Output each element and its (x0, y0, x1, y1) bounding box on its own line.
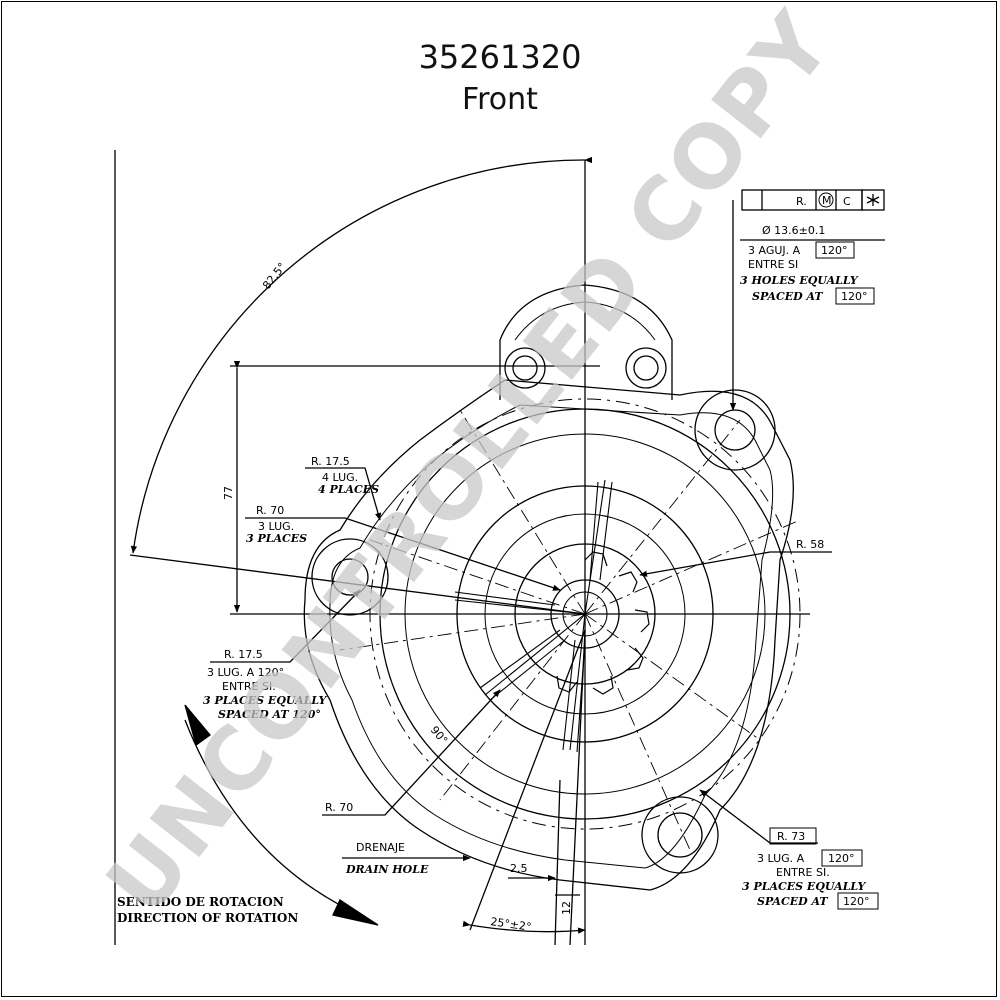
holes-line1: 3 AGUJ. A (748, 244, 801, 257)
r175-top-line2: 4 PLACES (318, 483, 379, 496)
top-right-ear-boss (694, 389, 776, 471)
r73-angle2: 120° (843, 895, 870, 908)
rotation-es-label: SENTIDO DE ROTACION (117, 895, 284, 909)
r73-line1: 3 LUG. A (757, 852, 805, 865)
rotation-arrow-up (184, 704, 211, 747)
r73-line4: SPACED AT (757, 895, 828, 908)
holes-angle: 120° (821, 244, 848, 257)
r73-line2: ENTRE SI. (776, 866, 830, 879)
drive-line-3 (569, 629, 586, 946)
bottom-ear-boss (641, 796, 719, 874)
r175-top-radius: R. 17.5 (311, 455, 350, 468)
angle-ref-line (129, 554, 586, 615)
r70-top-line2: 3 PLACES (246, 532, 307, 545)
left-ear-boss (311, 538, 389, 616)
holes-angle-box (815, 241, 855, 259)
angle-82-arc (130, 156, 593, 554)
leader-r70-bottom (322, 689, 501, 816)
holes-diameter: Ø 13.6±0.1 (762, 224, 825, 237)
uncontrolled-copy-watermark: UNCONTROLLED COPY (88, 0, 852, 933)
pilot-circle (456, 485, 714, 743)
r175-left-radius: R. 17.5 (224, 648, 263, 661)
angle-25-arc (462, 920, 586, 934)
pinion-circle (514, 543, 656, 685)
fcf-m-label: M (822, 194, 832, 207)
rotation-arrow-down (332, 899, 379, 926)
leader-r175-left (210, 589, 361, 663)
holes-line2: ENTRE SI (748, 258, 798, 271)
bottom-ear-hole (657, 812, 703, 858)
rotation-arc (184, 719, 361, 916)
fcf-m-circle (818, 192, 834, 208)
holes-angle2: 120° (841, 290, 868, 303)
top-lug-hole-right (625, 347, 667, 389)
r175-left-line3: 3 PLACES EQUALLY (203, 694, 327, 707)
r73-angle-box-2 (837, 892, 879, 910)
housing-inner-outline (329, 404, 774, 869)
r70-top-radius: R. 70 (256, 504, 284, 517)
r175-left-line4: SPACED AT 120° (218, 708, 321, 721)
construction-lines (339, 409, 801, 851)
r73-line3: 3 PLACES EQUALLY (742, 880, 866, 893)
drive-line-2 (469, 629, 586, 931)
angle-82-label: 82.5° (260, 260, 289, 292)
holes-line4: SPACED AT (752, 290, 823, 303)
r70-bottom-label: R. 70 (325, 801, 353, 814)
drain-en-label: DRAIN HOLE (345, 863, 429, 876)
leader-r70-top (245, 517, 561, 591)
angle-25-label: 25°±2° (490, 915, 533, 934)
hub-circle (550, 579, 620, 649)
annotations: 82.5° 77 R. 17.5 4 LUG. 4 PLACES R. 70 3… (117, 194, 870, 934)
pinion-teeth (556, 551, 650, 695)
drive-line-1 (554, 779, 561, 946)
leader-r175-top (305, 467, 382, 521)
r73-radius: R. 73 (777, 830, 805, 843)
top-lug-inner (514, 301, 656, 341)
flange-circle-2 (404, 433, 766, 795)
top-lug-hole-inner (512, 355, 538, 381)
pilot-inner-circle (484, 513, 686, 715)
dim-12-label: 12 (560, 901, 573, 915)
fcf-star-icon (866, 194, 880, 206)
part-number: 35261320 (418, 38, 582, 76)
housing-outline (303, 379, 794, 891)
angle-90-label: 90° (428, 724, 450, 747)
fcf-c-label: C (843, 195, 851, 208)
dim-25-label: 2.5 (510, 862, 528, 875)
drain-es-label: DRENAJE (356, 841, 405, 854)
left-ear-hole (331, 558, 369, 596)
r73-angle: 120° (828, 852, 855, 865)
fcf-r-label: R. (796, 195, 807, 208)
r73-box (769, 827, 817, 845)
top-lug-hole-right-inner (633, 355, 659, 381)
top-lug-hole (504, 347, 546, 389)
r175-top-line1: 4 LUG. (322, 471, 358, 484)
r175-left-line1: 3 LUG. A 120° (207, 666, 284, 679)
r175-left-line2: ENTRE SI. (222, 680, 276, 693)
fcf-star-box (861, 189, 885, 211)
r58-label: R. 58 (796, 538, 824, 551)
view-label: Front (462, 82, 538, 117)
holes-angle-box-2 (835, 287, 875, 305)
leader-r58 (639, 551, 771, 577)
r73-angle-box (821, 849, 863, 867)
holes-line3: 3 HOLES EQUALLY (740, 274, 859, 287)
r70-top-line1: 3 LUG. (258, 520, 294, 533)
top-lug (499, 284, 673, 400)
dim-77-label: 77 (222, 486, 235, 500)
bolt-circle (369, 398, 801, 830)
rotation-en-label: DIRECTION OF ROTATION (117, 911, 298, 925)
outer-flange-circle (379, 408, 791, 820)
